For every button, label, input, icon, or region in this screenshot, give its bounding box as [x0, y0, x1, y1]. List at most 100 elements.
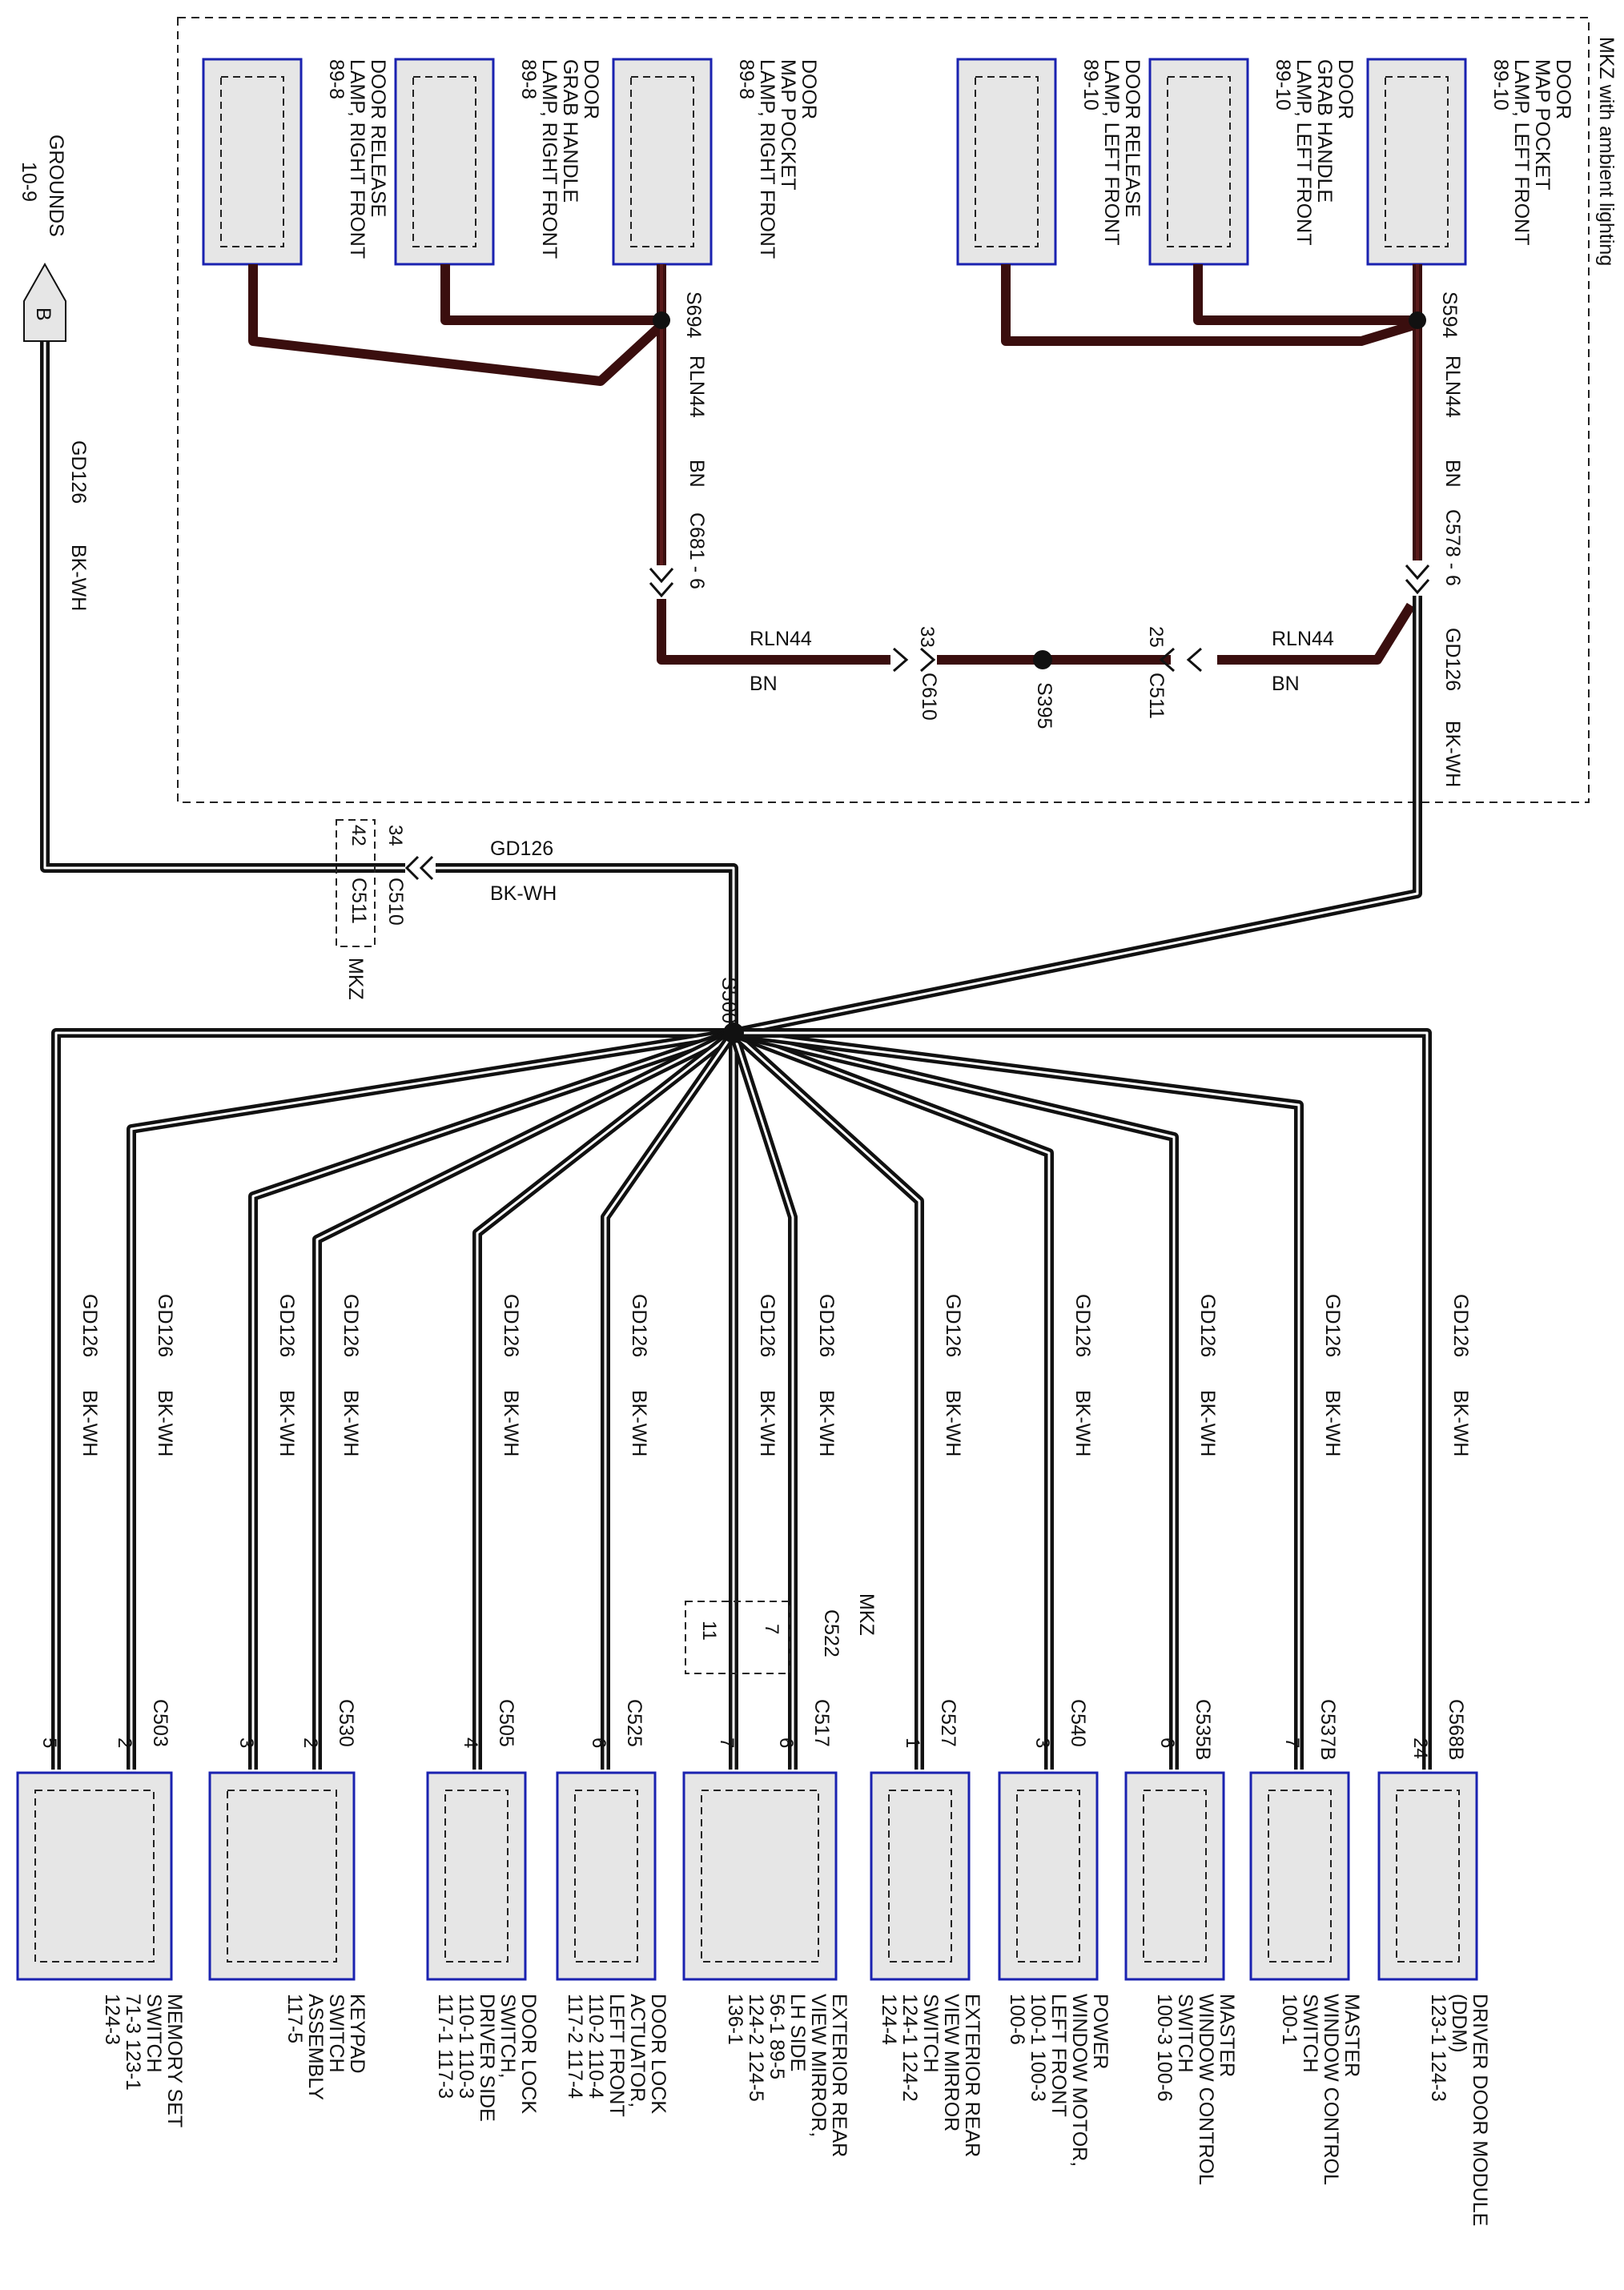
gd126-c510-s500-cable	[436, 863, 738, 1033]
door-grab-handle-lamp-rf-label-line-0: DOOR	[580, 59, 602, 119]
door-lock-actuator-lf-connector-label: C525	[623, 1699, 645, 1747]
c510-wire: GD126	[490, 838, 553, 860]
keypad-switch-assembly-pin-0: 2	[299, 1738, 321, 1748]
branch-12-color-label: BK-WH	[1449, 1390, 1472, 1456]
door-grab-handle-lamp-lf-label-line-3: 89-10	[1272, 59, 1294, 110]
keypad-switch-assembly-label-line-0: KEYPAD	[346, 1994, 368, 2074]
door-grab-handle-lamp-lf-label-line-2: LAMP, LEFT FRONT	[1292, 59, 1315, 245]
component-door-release-lamp-rf[interactable]	[202, 58, 303, 266]
gd126-branch-9-core	[733, 1031, 1051, 1770]
component-door-grab-handle-lamp-lf[interactable]	[1148, 58, 1249, 266]
branch-3-color-label: BK-WH	[340, 1390, 362, 1456]
master-window-control-switch-1-connector-label: C535B	[1192, 1699, 1214, 1760]
exterior-rear-view-mirror-lh-label-line-5: 136-1	[724, 1994, 746, 2045]
component-door-map-pocket-lamp-lf[interactable]	[1366, 58, 1467, 266]
branch-9-wire-label: GD126	[1071, 1294, 1094, 1357]
c510-c511-connector-box	[336, 819, 376, 947]
door-lock-switch-driver-label-line-0: DOOR LOCK	[517, 1994, 540, 2114]
master-window-control-switch-1-label-line-0: MASTER	[1216, 1994, 1238, 2077]
branch-10-wire-label: GD126	[1196, 1294, 1219, 1357]
exterior-rear-view-mirror-lh-label-line-3: 56-1 89-5	[766, 1994, 788, 2079]
door-lock-actuator-lf-label-line-1: ACTUATOR,	[626, 1994, 649, 2107]
branch-2-color-label: BK-WH	[275, 1390, 298, 1456]
rln44-wires	[248, 264, 1422, 665]
branch-11-color-label: BK-WH	[1321, 1390, 1344, 1456]
memory-set-switch-pin-0: 2	[114, 1738, 135, 1748]
c522-label: C522	[820, 1609, 842, 1657]
component-door-release-lamp-lf[interactable]	[956, 58, 1057, 266]
text-labels: GROUNDS 10-9 GD126 BK-WH S694 S594 S395 …	[18, 135, 1464, 1657]
door-lock-actuator-lf-label-line-2: LEFT FRONT	[605, 1994, 628, 2117]
door-lock-actuator-lf-label-line-4: 117-2 117-4	[564, 1994, 586, 2099]
master-window-control-switch-1-pin-0: 6	[1156, 1738, 1178, 1748]
door-map-pocket-lamp-rf-label-line-2: LAMP, RIGHT FRONT	[756, 59, 778, 259]
rln44-h-left-wire: RLN44	[1272, 628, 1334, 650]
exterior-rear-view-mirror-switch-label-line-2: SWITCH	[919, 1994, 942, 2073]
component-door-grab-handle-lamp-rf[interactable]	[394, 58, 495, 266]
svg-text:B: B	[32, 307, 54, 321]
c610-label: C610	[918, 673, 940, 721]
gd126-branch-3	[312, 1028, 736, 1770]
memory-set-switch-label-line-3: 124-3	[101, 1994, 123, 2045]
exterior-rear-view-mirror-switch-connector-label: C527	[937, 1699, 959, 1747]
rln44-right-color: BN	[685, 460, 708, 488]
c511-pin: 25	[1145, 626, 1167, 648]
rln44-h-right-wire: RLN44	[750, 628, 812, 650]
branch-6-color-label: BK-WH	[756, 1390, 778, 1456]
exterior-rear-view-mirror-switch-label-line-4: 124-4	[878, 1994, 900, 2045]
door-map-pocket-lamp-rf-label-line-0: DOOR	[798, 59, 820, 119]
gd126-branch-4-core	[476, 1031, 734, 1770]
master-window-control-switch-2-pin-0: 7	[1281, 1738, 1303, 1748]
branch-7-wire-label: GD126	[815, 1294, 838, 1357]
door-grab-handle-lamp-rf-label-line-2: LAMP, RIGHT FRONT	[538, 59, 561, 259]
c522-connector-box	[685, 1601, 790, 1674]
keypad-switch-assembly-label-line-2: ASSEMBLY	[304, 1994, 327, 2100]
door-lock-actuator-lf-label-line-3: 110-2 110-4	[585, 1994, 607, 2099]
exterior-rear-view-mirror-lh-connector-label: C517	[810, 1699, 833, 1747]
door-grab-handle-lamp-rf-label-line-1: GRAB HANDLE	[559, 59, 581, 203]
s594-label: S594	[1438, 291, 1461, 338]
branch-1-wire-label: GD126	[154, 1294, 176, 1357]
door-map-pocket-lamp-lf-label-line-3: 89-10	[1489, 59, 1512, 110]
gd126-branch-7-core	[732, 1032, 794, 1770]
door-map-pocket-lamp-lf-label-line-1: MAP POCKET	[1531, 59, 1554, 190]
door-map-pocket-lamp-lf-label-line-2: LAMP, LEFT FRONT	[1510, 59, 1533, 245]
power-window-motor-lf-label-line-3: 100-1 100-3	[1027, 1994, 1049, 2102]
door-lock-switch-driver-pin-0: 4	[460, 1738, 481, 1748]
gd126-ground-cable-core	[43, 341, 405, 870]
c511-alt-pin: 42	[348, 825, 369, 846]
branch-8-color-label: BK-WH	[942, 1390, 964, 1456]
master-window-control-switch-1-label-line-1: WINDOW CONTROL	[1195, 1994, 1217, 2185]
door-lock-switch-driver-label-line-1: SWITCH,	[496, 1994, 519, 2079]
master-window-control-switch-2-label-line-3: 100-1	[1278, 1994, 1300, 2045]
door-release-lamp-lf-label-line-1: LAMP, LEFT FRONT	[1100, 59, 1123, 245]
c510-pin: 34	[384, 825, 406, 846]
door-map-pocket-lamp-rf-label-line-3: 89-8	[735, 59, 758, 99]
ground-wire-label: GD126	[67, 440, 90, 504]
gd126-branch-5	[601, 1030, 738, 1770]
gd126-branch-2-core	[251, 1031, 734, 1770]
splice-s694	[653, 311, 670, 329]
s395-label: S395	[1033, 682, 1055, 729]
ambient-lighting-region	[177, 17, 1590, 803]
gd126-branch-11-core	[733, 1031, 1300, 1770]
component-door-map-pocket-lamp-rf[interactable]	[612, 58, 713, 266]
rln44-right-wire: RLN44	[685, 356, 708, 418]
driver-door-module-label-line-1: (DDM)	[1448, 1994, 1470, 2053]
door-grab-handle-lamp-rf-label-line-3: 89-8	[517, 59, 540, 99]
ground-ref: 10-9	[18, 162, 40, 202]
